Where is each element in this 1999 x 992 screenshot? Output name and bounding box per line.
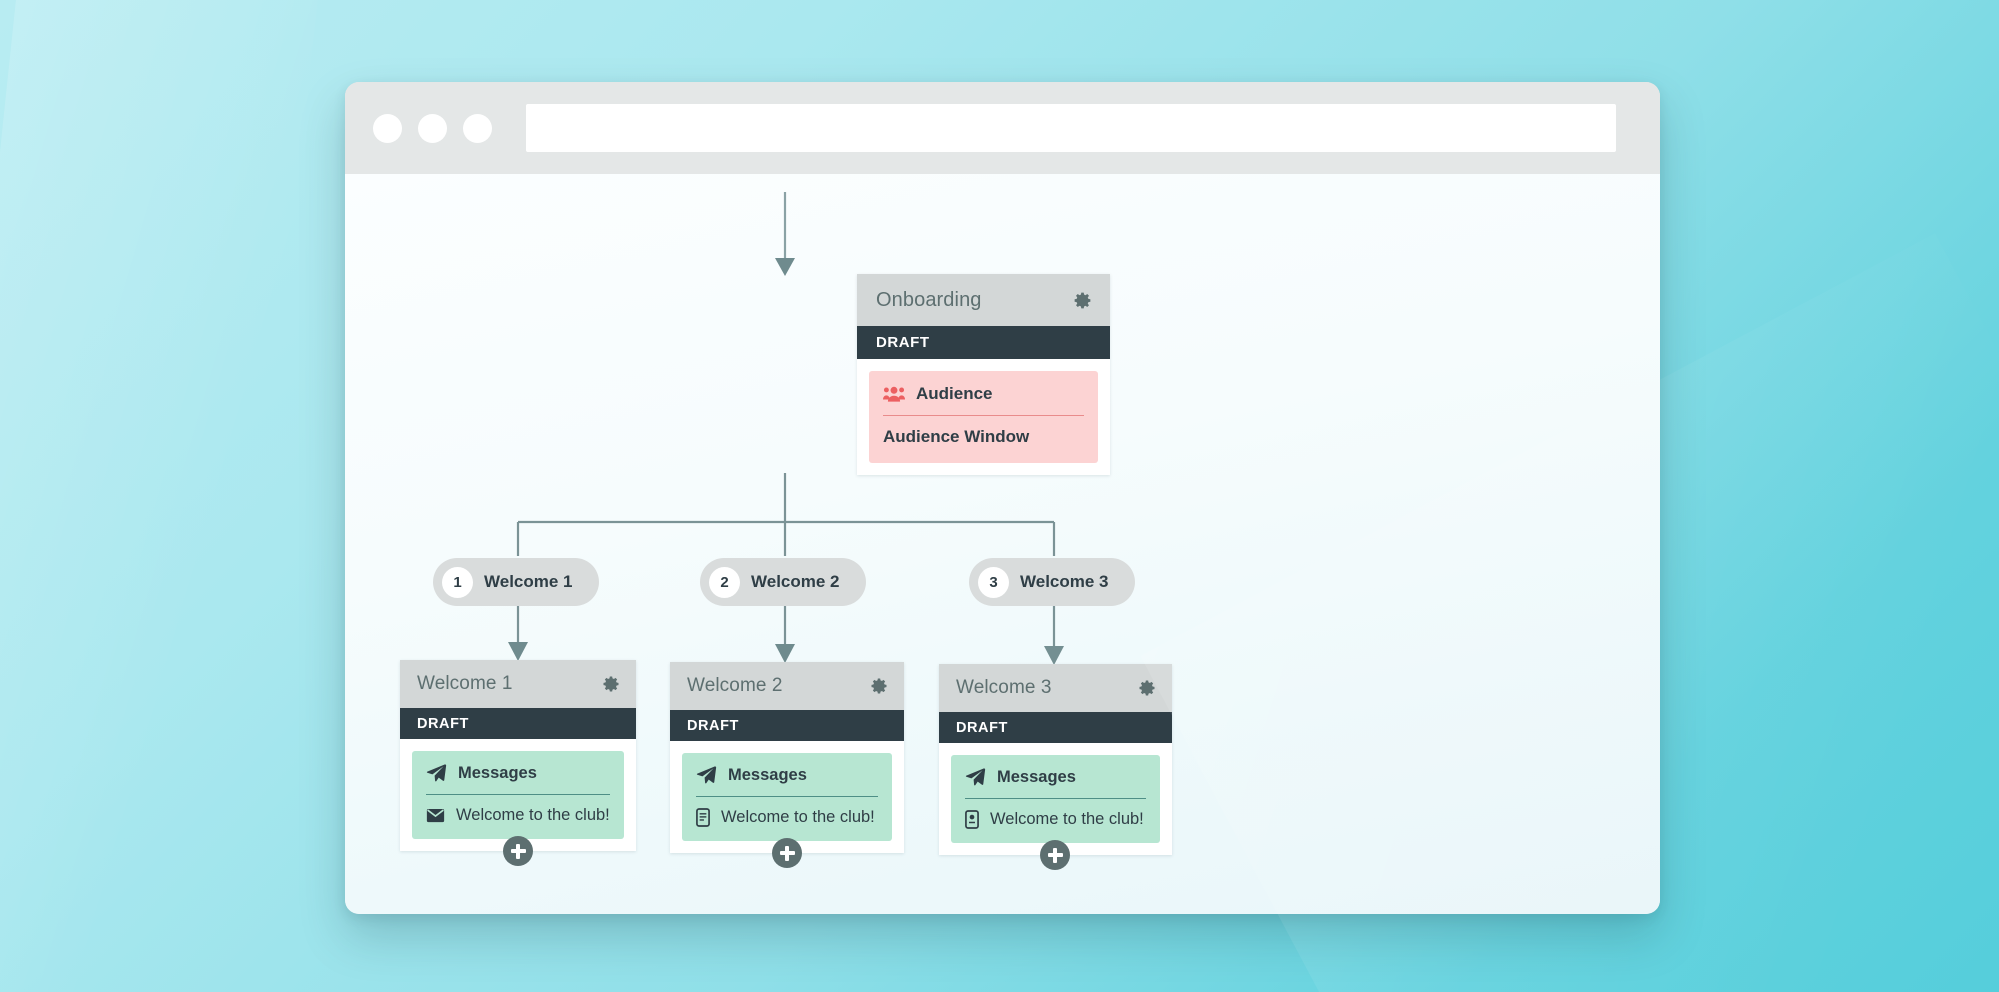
- gear-icon[interactable]: [869, 676, 889, 696]
- paper-plane-icon: [696, 766, 717, 784]
- add-step-button-1[interactable]: [503, 836, 533, 866]
- node-welcome-3-title: Welcome 3: [956, 677, 1052, 698]
- node-onboarding[interactable]: Onboarding DRAFT: [857, 274, 1110, 475]
- traffic-light-dots: [373, 113, 492, 143]
- node-welcome-2-title: Welcome 2: [687, 675, 783, 696]
- messages-block-header: Messages: [965, 767, 1146, 787]
- pill-welcome-1-number: 1: [442, 566, 473, 598]
- pill-welcome-3-number: 3: [978, 566, 1009, 598]
- pill-welcome-2-label: Welcome 2: [751, 572, 840, 591]
- node-welcome-2[interactable]: Welcome 2 DRAFT Messa: [670, 662, 904, 868]
- node-onboarding-status: DRAFT: [857, 326, 1110, 359]
- node-welcome-3-body: Messages Welcome to the club!: [939, 743, 1172, 855]
- add-step-button-3[interactable]: [1040, 840, 1070, 870]
- message-row[interactable]: Welcome to the club!: [965, 810, 1146, 829]
- message-row-label: Welcome to the club!: [990, 810, 1144, 828]
- mobile-push-icon: [965, 810, 979, 829]
- browser-titlebar: [345, 82, 1660, 174]
- mobile-sms-icon: [696, 808, 710, 827]
- messages-block[interactable]: Messages Welcome to the club!: [682, 753, 892, 841]
- audience-people-icon: [883, 386, 905, 402]
- messages-divider: [426, 794, 610, 795]
- messages-block[interactable]: Messages Welcome to the club!: [951, 755, 1160, 843]
- status-badge-label: DRAFT: [417, 715, 469, 732]
- messages-block-header: Messages: [426, 763, 610, 783]
- status-badge-label: DRAFT: [876, 334, 930, 351]
- audience-divider: [883, 415, 1084, 416]
- node-welcome-3[interactable]: Welcome 3 DRAFT Messa: [939, 664, 1172, 870]
- gear-icon[interactable]: [1072, 290, 1093, 311]
- node-welcome-1-status: DRAFT: [400, 708, 636, 739]
- status-badge-label: DRAFT: [687, 717, 739, 734]
- pill-welcome-2[interactable]: 2 Welcome 2: [700, 558, 866, 606]
- message-row[interactable]: Welcome to the club!: [426, 806, 610, 825]
- status-badge-label: DRAFT: [956, 719, 1008, 736]
- message-row-label: Welcome to the club!: [456, 806, 610, 824]
- message-row-label: Welcome to the club!: [721, 808, 875, 826]
- audience-block-header: Audience: [883, 384, 1084, 404]
- gear-icon[interactable]: [1137, 678, 1157, 698]
- paper-plane-icon: [965, 768, 986, 786]
- messages-block[interactable]: Messages Welcome to the club!: [412, 751, 624, 839]
- audience-block[interactable]: Audience Audience Window: [869, 371, 1098, 463]
- node-welcome-1-title: Welcome 1: [417, 673, 513, 694]
- messages-block-title: Messages: [728, 765, 807, 784]
- node-welcome-3-status: DRAFT: [939, 712, 1172, 743]
- add-step-button-2[interactable]: [772, 838, 802, 868]
- node-onboarding-header: Onboarding: [857, 274, 1110, 326]
- close-dot-icon[interactable]: [373, 113, 402, 143]
- node-welcome-2-header: Welcome 2: [670, 662, 904, 710]
- flow-canvas[interactable]: Onboarding DRAFT: [345, 174, 1660, 914]
- audience-row[interactable]: Audience Window: [883, 427, 1084, 447]
- paper-plane-icon: [426, 764, 447, 782]
- node-welcome-1[interactable]: Welcome 1 DRAFT Messa: [400, 660, 636, 866]
- messages-block-header: Messages: [696, 765, 878, 785]
- node-onboarding-body: Audience Audience Window: [857, 359, 1110, 475]
- messages-divider: [696, 796, 878, 797]
- messages-block-title: Messages: [997, 767, 1076, 786]
- audience-row-label: Audience Window: [883, 427, 1030, 446]
- pill-welcome-1-label: Welcome 1: [484, 572, 573, 591]
- maximize-dot-icon[interactable]: [463, 113, 492, 143]
- gear-icon[interactable]: [601, 674, 621, 694]
- envelope-icon: [426, 808, 445, 823]
- pill-welcome-2-number: 2: [709, 566, 740, 598]
- messages-block-title: Messages: [458, 763, 537, 782]
- node-welcome-2-body: Messages Welcome to the club!: [670, 741, 904, 853]
- minimize-dot-icon[interactable]: [418, 113, 447, 143]
- address-bar[interactable]: [526, 104, 1616, 152]
- node-welcome-1-header: Welcome 1: [400, 660, 636, 708]
- pill-welcome-1[interactable]: 1 Welcome 1: [433, 558, 599, 606]
- browser-window: Onboarding DRAFT: [345, 82, 1660, 914]
- node-onboarding-title: Onboarding: [876, 288, 982, 311]
- node-welcome-2-status: DRAFT: [670, 710, 904, 741]
- audience-block-title: Audience: [916, 384, 993, 403]
- pill-welcome-3[interactable]: 3 Welcome 3: [969, 558, 1135, 606]
- entry-arrow-head: [775, 258, 795, 276]
- node-welcome-3-header: Welcome 3: [939, 664, 1172, 712]
- node-welcome-1-body: Messages Welcome to the club!: [400, 739, 636, 851]
- message-row[interactable]: Welcome to the club!: [696, 808, 878, 827]
- messages-divider: [965, 798, 1146, 799]
- pill-welcome-3-label: Welcome 3: [1020, 572, 1109, 591]
